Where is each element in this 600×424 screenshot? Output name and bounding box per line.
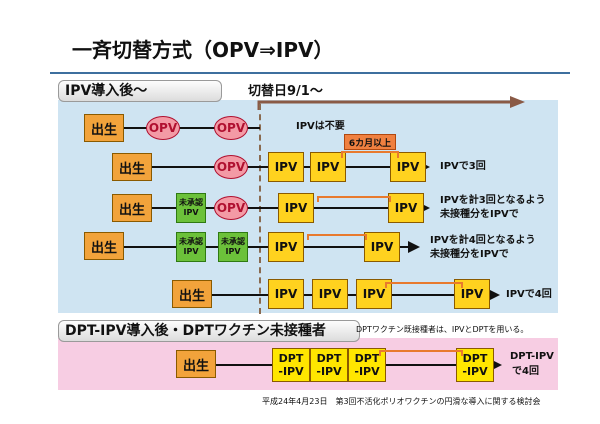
birth-box: 出生 xyxy=(172,280,212,308)
ipv-box: IPV xyxy=(278,193,314,223)
arrow-head xyxy=(408,241,420,253)
unapproved-label: 未承認 xyxy=(179,237,203,246)
ipv-box: IPV xyxy=(268,232,304,262)
footer-source: 平成24年4月23日 第3回不活化ポリオワクチンの円滑な導入に関する検討会 xyxy=(262,397,541,406)
ipv-suffix-label: -IPV xyxy=(354,365,380,378)
ipv-suffix-label: -IPV xyxy=(316,365,342,378)
arrow-head xyxy=(488,289,500,301)
ipv-box: IPV xyxy=(388,193,424,223)
section-tab-dpt: DPT-IPV導入後・DPTワクチン未接種者 xyxy=(58,320,360,342)
unapproved-ipv-label: IPV xyxy=(225,247,241,256)
opv-circle: OPV xyxy=(214,116,248,140)
ipv-box: IPV xyxy=(310,152,346,182)
dpt-label: DPT xyxy=(278,352,304,365)
interval-bracket xyxy=(341,151,399,158)
birth-box: 出生 xyxy=(84,114,124,142)
switch-timeline-arrow xyxy=(257,96,525,110)
timeline-line xyxy=(120,127,260,129)
unapproved-ipv-label: IPV xyxy=(183,208,199,217)
birth-box: 出生 xyxy=(84,232,124,260)
ipv-suffix-label: -IPV xyxy=(462,365,488,378)
ipv-box: IPV xyxy=(390,152,426,182)
interval-bracket xyxy=(385,282,463,288)
opv-circle: OPV xyxy=(214,196,248,220)
row4-note-line2: 未接種分をIPVで xyxy=(430,249,509,260)
dpt-ipv-box: DPT-IPV xyxy=(348,348,386,382)
ipv-box: IPV xyxy=(268,152,304,182)
dpt-label: DPT xyxy=(354,352,380,365)
birth-box: 出生 xyxy=(176,350,216,378)
unapproved-ipv-label: IPV xyxy=(183,247,199,256)
ipv-suffix-label: -IPV xyxy=(278,365,304,378)
section-tab-ipv: IPV導入後～ xyxy=(58,80,222,102)
birth-box: 出生 xyxy=(112,153,152,181)
unapproved-label: 未承認 xyxy=(179,198,203,207)
dpt-label: DPT xyxy=(316,352,342,365)
row2-note: IPVで3回 xyxy=(440,161,486,172)
dpt-label: DPT xyxy=(462,352,488,365)
interval-bracket xyxy=(317,196,391,202)
six-months-label: 6カ月以上 xyxy=(344,134,396,150)
unapproved-label: 未承認 xyxy=(221,237,245,246)
row3-note-line2: 未接種分をIPVで xyxy=(440,209,519,220)
ipv-box: IPV xyxy=(364,232,400,262)
row6-note-line1: DPT-IPV xyxy=(510,351,554,362)
birth-box: 出生 xyxy=(112,194,152,222)
timeline-line xyxy=(210,294,490,296)
dpt-ipv-box: DPT-IPV xyxy=(310,348,348,382)
opv-circle: OPV xyxy=(214,155,248,179)
switch-date-label: 切替日9/1～ xyxy=(248,84,323,99)
row6-note-line2: で4回 xyxy=(512,366,539,377)
interval-bracket xyxy=(307,234,367,240)
page-title: 一斉切替方式（OPV⇒IPV） xyxy=(72,38,334,62)
dpt-ipv-box: DPT-IPV xyxy=(272,348,310,382)
title-underline xyxy=(50,72,570,74)
ipv-box: IPV xyxy=(312,279,348,309)
opv-circle: OPV xyxy=(146,116,180,140)
row3-note-line1: IPVを計3回となるよう xyxy=(440,195,546,206)
interval-bracket xyxy=(379,350,463,356)
ipv-box: IPV xyxy=(268,279,304,309)
row1-note: IPVは不要 xyxy=(296,121,345,132)
switch-date-divider xyxy=(259,104,261,314)
row5-note: IPVで4回 xyxy=(506,289,552,300)
row4-note-line1: IPVを計4回となるよう xyxy=(430,235,536,246)
dpt-note: DPTワクチン既接種者は、IPVとDPTを用いる。 xyxy=(356,325,529,334)
dpt-ipv-box: DPT-IPV xyxy=(456,348,494,382)
timeline-line xyxy=(120,246,410,248)
